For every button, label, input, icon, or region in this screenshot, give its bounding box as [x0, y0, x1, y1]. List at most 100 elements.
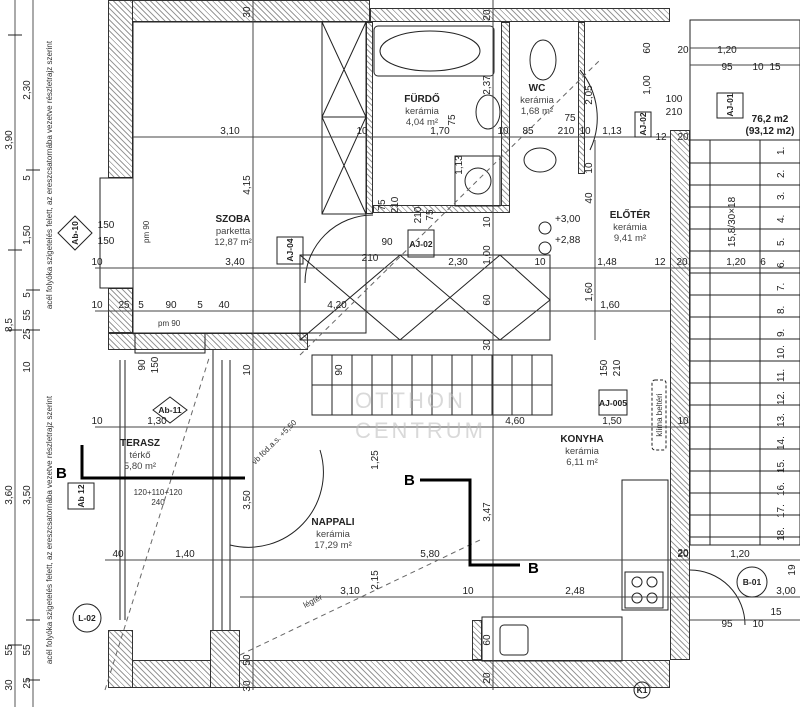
room-name-nappali: NAPPALI — [311, 517, 354, 528]
door-swing-szoba — [304, 214, 374, 284]
dim-label: 10 — [584, 162, 595, 174]
dim-label: 10 — [677, 416, 689, 427]
tag-aj02: AJ-02 — [409, 239, 432, 249]
dim-label: 2,37 — [482, 75, 493, 95]
dim-label: 75 — [425, 209, 436, 221]
dim-label: 30 — [482, 339, 493, 351]
tag-ab10: Ab-10 — [70, 221, 80, 245]
dim-label: 1,70 — [430, 126, 450, 137]
dim-label: 2,30 — [448, 257, 468, 268]
note-window-pm: pm 90 — [142, 220, 151, 243]
dim-label: 25 — [22, 677, 33, 689]
stair-step: 13. — [776, 413, 787, 427]
dim-label: 75 — [564, 113, 576, 124]
room-area: 9,41 m² — [614, 233, 646, 244]
dim-label: 6 — [760, 257, 766, 268]
dim-label: 10 — [356, 126, 368, 137]
dim-label: 3,47 — [482, 502, 493, 522]
dim-label: 40 — [584, 192, 595, 204]
dim-label: 95 — [721, 619, 733, 630]
dim-label: 150 — [98, 220, 115, 231]
stair-step: 8. — [776, 306, 787, 314]
bottom-wall — [108, 660, 670, 688]
room-floor: kerámia — [520, 95, 555, 106]
dim-label: 25 — [22, 328, 33, 340]
stair-step: 15. — [776, 459, 787, 473]
section-marker-mid: B — [404, 472, 415, 489]
dim-label: 3,60 — [4, 485, 15, 505]
dim-label: 40 — [218, 300, 230, 311]
dim-label: 1,13 — [454, 155, 465, 175]
dim-label: 150 — [150, 356, 161, 373]
room-name-szoba: SZOBA — [216, 214, 251, 225]
stair-step: 5. — [776, 238, 787, 246]
room-name-furdo: FÜRDŐ — [404, 92, 440, 105]
dim-label: 10 — [752, 619, 764, 630]
left-outer-wall — [108, 0, 133, 178]
dim-label: 60 — [482, 294, 493, 306]
stove — [624, 571, 664, 609]
dim-label: 20 — [677, 132, 689, 143]
dim-label: 100 — [666, 94, 683, 105]
dim-label: 30 — [4, 679, 15, 691]
dim-label: 75 — [377, 199, 388, 211]
dim-label: 60 — [482, 634, 493, 646]
dim-label: 10 — [462, 586, 474, 597]
stair-step: 2. — [776, 170, 787, 178]
dim-label: 1,60 — [584, 282, 595, 302]
room-name-konyha: KONYHA — [560, 434, 603, 445]
stair-step: 6. — [776, 260, 787, 268]
dim-label: 10 — [91, 257, 103, 268]
door-swing-b01 — [689, 569, 746, 626]
window-ab11 — [134, 332, 206, 354]
dim-label: 3,10 — [220, 126, 240, 137]
bathtub — [373, 25, 495, 77]
dim-label: 60 — [642, 42, 653, 54]
dim-label: 55 — [22, 309, 33, 321]
section-line-b — [80, 445, 520, 567]
wardrobe — [321, 21, 367, 215]
dim-label: 3,10 — [340, 586, 360, 597]
stair-treads — [690, 140, 800, 545]
tag-k1: K1 — [637, 685, 648, 695]
stair-step: 12. — [776, 391, 787, 405]
dim-label: 10 — [91, 416, 103, 427]
door-swing-entry — [579, 69, 598, 151]
stair-step: 7. — [776, 283, 787, 291]
tag-b01: B-01 — [743, 577, 762, 587]
watermark-line1: OTTHON — [355, 388, 466, 413]
note-window-width: 240 — [151, 498, 165, 507]
section-marker-left: B — [56, 465, 67, 482]
dim-label: 10 — [752, 62, 764, 73]
dim-label: 210 — [362, 253, 379, 264]
interior-stair — [311, 354, 553, 416]
stair-step: 14. — [776, 436, 787, 450]
dim-label: 2,15 — [370, 570, 381, 590]
dim-label: 150 — [98, 236, 115, 247]
room-area: 12,87 m² — [214, 237, 252, 248]
level-upper: +3,00 — [555, 214, 581, 225]
room-floor: parketta — [216, 226, 251, 237]
note-window-pm-b: pm 90 — [158, 319, 181, 328]
stair-step: 17. — [776, 504, 787, 518]
dim-label: 4,20 — [327, 300, 347, 311]
dim-label: 55 — [4, 644, 15, 656]
dim-label: 10 — [482, 216, 493, 228]
note-drain-bottom: acél folyóka szigetelés felett, az eresz… — [45, 395, 54, 664]
stair-step: 1. — [776, 147, 787, 155]
dim-label: 20 — [676, 257, 688, 268]
dim-label: 75 — [447, 114, 458, 126]
level-lower: +2,88 — [555, 235, 581, 246]
dim-label: 3,90 — [4, 130, 15, 150]
wc-sink — [523, 147, 557, 173]
dim-label: 1,30 — [147, 416, 167, 427]
stair-step: 3. — [776, 192, 787, 200]
tag-aj04-frame — [276, 236, 304, 265]
dim-label: 90 — [165, 300, 177, 311]
stair-step-numbers: 1. 2. 3. 4. 5. 6. 7. 8. 9. 10. 11. 12. 1… — [776, 147, 787, 541]
stair-step: 11. — [776, 369, 787, 382]
room-area: 6,11 m² — [566, 457, 598, 468]
stair-spec: 15,8/30×18 — [727, 196, 738, 247]
tag-aj005: AJ-005 — [599, 398, 627, 408]
